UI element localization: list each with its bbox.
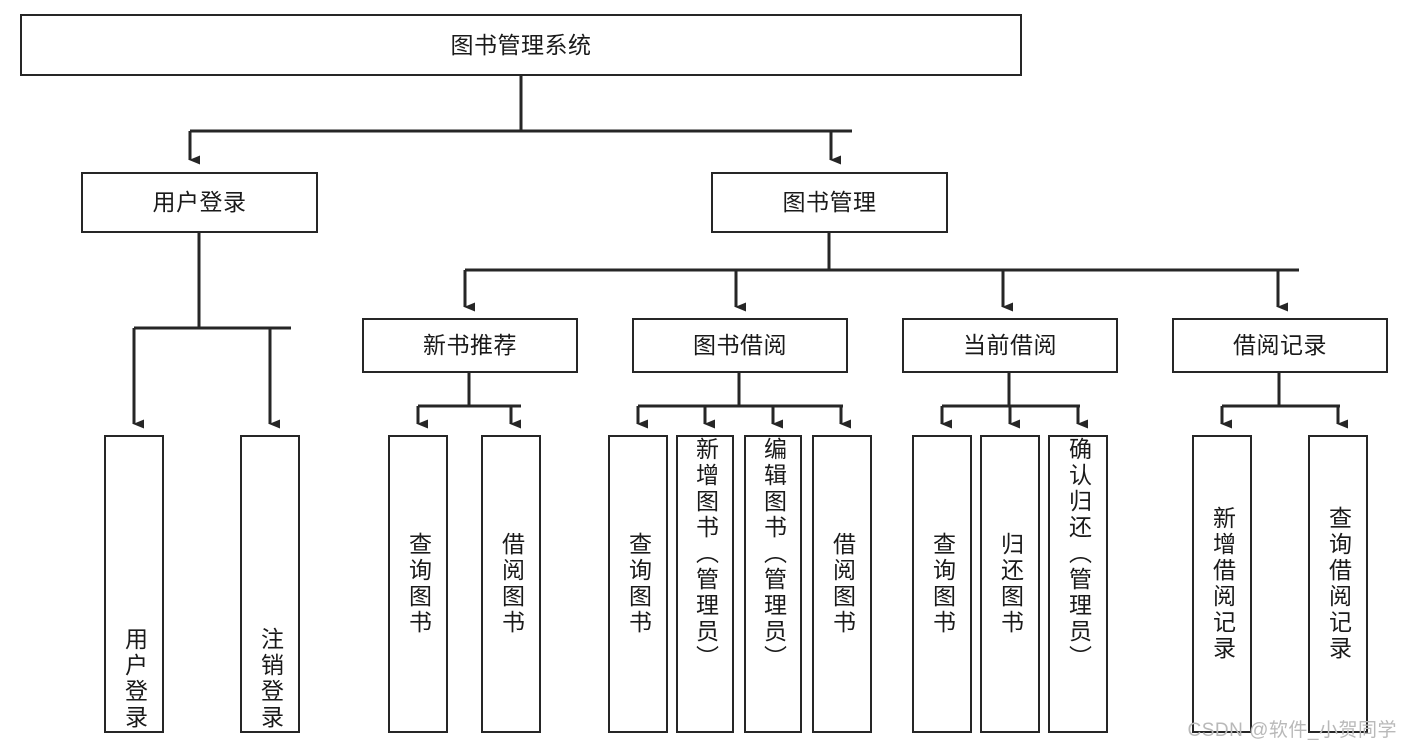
node-leaf-9[interactable]: 查询图书 xyxy=(912,435,972,733)
node-leaf-9-label: 查询图书 xyxy=(929,532,956,636)
node-login[interactable]: 用户登录 xyxy=(81,172,318,233)
node-newbook-label: 新书推荐 xyxy=(423,332,517,359)
node-leaf-1-label: 用户登录 xyxy=(121,627,148,731)
node-records-label: 借阅记录 xyxy=(1233,332,1327,359)
node-current[interactable]: 当前借阅 xyxy=(902,318,1118,373)
node-leaf-2[interactable]: 注销登录 xyxy=(240,435,300,733)
node-leaf-8[interactable]: 借阅图书 xyxy=(812,435,872,733)
node-leaf-11-label: 确认归还（管理员） xyxy=(1065,437,1092,671)
node-leaf-2-label: 注销登录 xyxy=(257,627,284,731)
node-leaf-6[interactable]: 新增图书（管理员） xyxy=(676,435,734,733)
node-newbook[interactable]: 新书推荐 xyxy=(362,318,578,373)
node-current-label: 当前借阅 xyxy=(963,332,1057,359)
node-leaf-5-label: 查询图书 xyxy=(625,532,652,636)
node-root[interactable]: 图书管理系统 xyxy=(20,14,1022,76)
node-leaf-7-label: 编辑图书（管理员） xyxy=(760,437,787,671)
node-leaf-10[interactable]: 归还图书 xyxy=(980,435,1040,733)
node-leaf-1[interactable]: 用户登录 xyxy=(104,435,164,733)
node-leaf-12[interactable]: 新增借阅记录 xyxy=(1192,435,1252,733)
node-leaf-3-label: 查询图书 xyxy=(405,532,432,636)
node-leaf-8-label: 借阅图书 xyxy=(829,532,856,636)
node-leaf-13-label: 查询借阅记录 xyxy=(1325,506,1352,662)
node-records[interactable]: 借阅记录 xyxy=(1172,318,1388,373)
node-borrow-label: 图书借阅 xyxy=(693,332,787,359)
node-leaf-6-label: 新增图书（管理员） xyxy=(692,437,719,671)
node-borrow[interactable]: 图书借阅 xyxy=(632,318,848,373)
node-leaf-12-label: 新增借阅记录 xyxy=(1209,506,1236,662)
node-leaf-11[interactable]: 确认归还（管理员） xyxy=(1048,435,1108,733)
node-leaf-4[interactable]: 借阅图书 xyxy=(481,435,541,733)
node-leaf-5[interactable]: 查询图书 xyxy=(608,435,668,733)
node-leaf-3[interactable]: 查询图书 xyxy=(388,435,448,733)
node-leaf-7[interactable]: 编辑图书（管理员） xyxy=(744,435,802,733)
node-leaf-4-label: 借阅图书 xyxy=(498,532,525,636)
node-leaf-10-label: 归还图书 xyxy=(997,532,1024,636)
node-login-label: 用户登录 xyxy=(152,189,247,216)
node-root-label: 图书管理系统 xyxy=(450,31,592,58)
node-leaf-13[interactable]: 查询借阅记录 xyxy=(1308,435,1368,733)
node-bookmgmt-label: 图书管理 xyxy=(782,189,877,216)
node-bookmgmt[interactable]: 图书管理 xyxy=(711,172,948,233)
